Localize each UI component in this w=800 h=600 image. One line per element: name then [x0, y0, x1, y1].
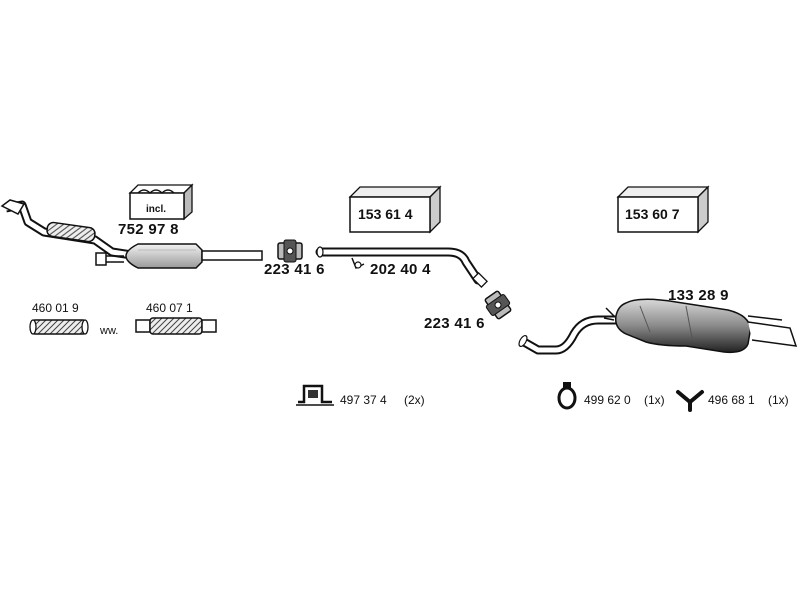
rubber-ring-qty: (1x) — [644, 393, 665, 407]
rear-kit-number: 153 60 7 — [625, 206, 680, 222]
downpipe-assembly — [0, 199, 263, 269]
flex-pipe-a-number: 460 01 9 — [32, 301, 79, 315]
clamp-front-number: 223 41 6 — [264, 261, 325, 278]
y-hanger-part-number: 496 68 1 — [708, 393, 755, 407]
y-hanger-icon — [676, 390, 704, 412]
rubber-ring-icon — [557, 382, 577, 410]
middle-pipe-number: 202 40 4 — [370, 261, 431, 278]
flex-pipe-b-number: 460 07 1 — [146, 301, 193, 315]
downpipe-part-number: 752 97 8 — [118, 221, 179, 238]
middle-pipe — [315, 246, 488, 288]
clamp-rear-icon — [484, 290, 512, 320]
flex-separator-label: ww. — [100, 325, 119, 337]
catalytic-converter-icon — [125, 243, 203, 269]
kit-label-incl: incl. — [146, 204, 167, 215]
rear-silencer — [518, 298, 798, 355]
bracket-part-number: 497 37 4 — [340, 393, 387, 407]
clamp-front-icon — [277, 239, 303, 263]
kit-box-middle — [348, 185, 442, 234]
flex-section-icon — [46, 221, 96, 243]
flex-pipe-a — [29, 319, 89, 335]
bracket-qty: (2x) — [404, 393, 425, 407]
muffler-body-icon — [614, 298, 751, 354]
y-hanger-qty: (1x) — [768, 393, 789, 407]
flex-pipe-b — [135, 317, 217, 335]
rear-silencer-number: 133 28 9 — [668, 287, 729, 304]
manifold-flange-icon — [0, 199, 26, 215]
middle-kit-number: 153 61 4 — [358, 206, 413, 222]
rubber-ring-part-number: 499 62 0 — [584, 393, 631, 407]
kit-box-downpipe — [128, 183, 194, 221]
clamp-rear-number: 223 41 6 — [424, 315, 485, 332]
bracket-icon — [296, 384, 334, 406]
kit-box-rear — [616, 185, 710, 234]
